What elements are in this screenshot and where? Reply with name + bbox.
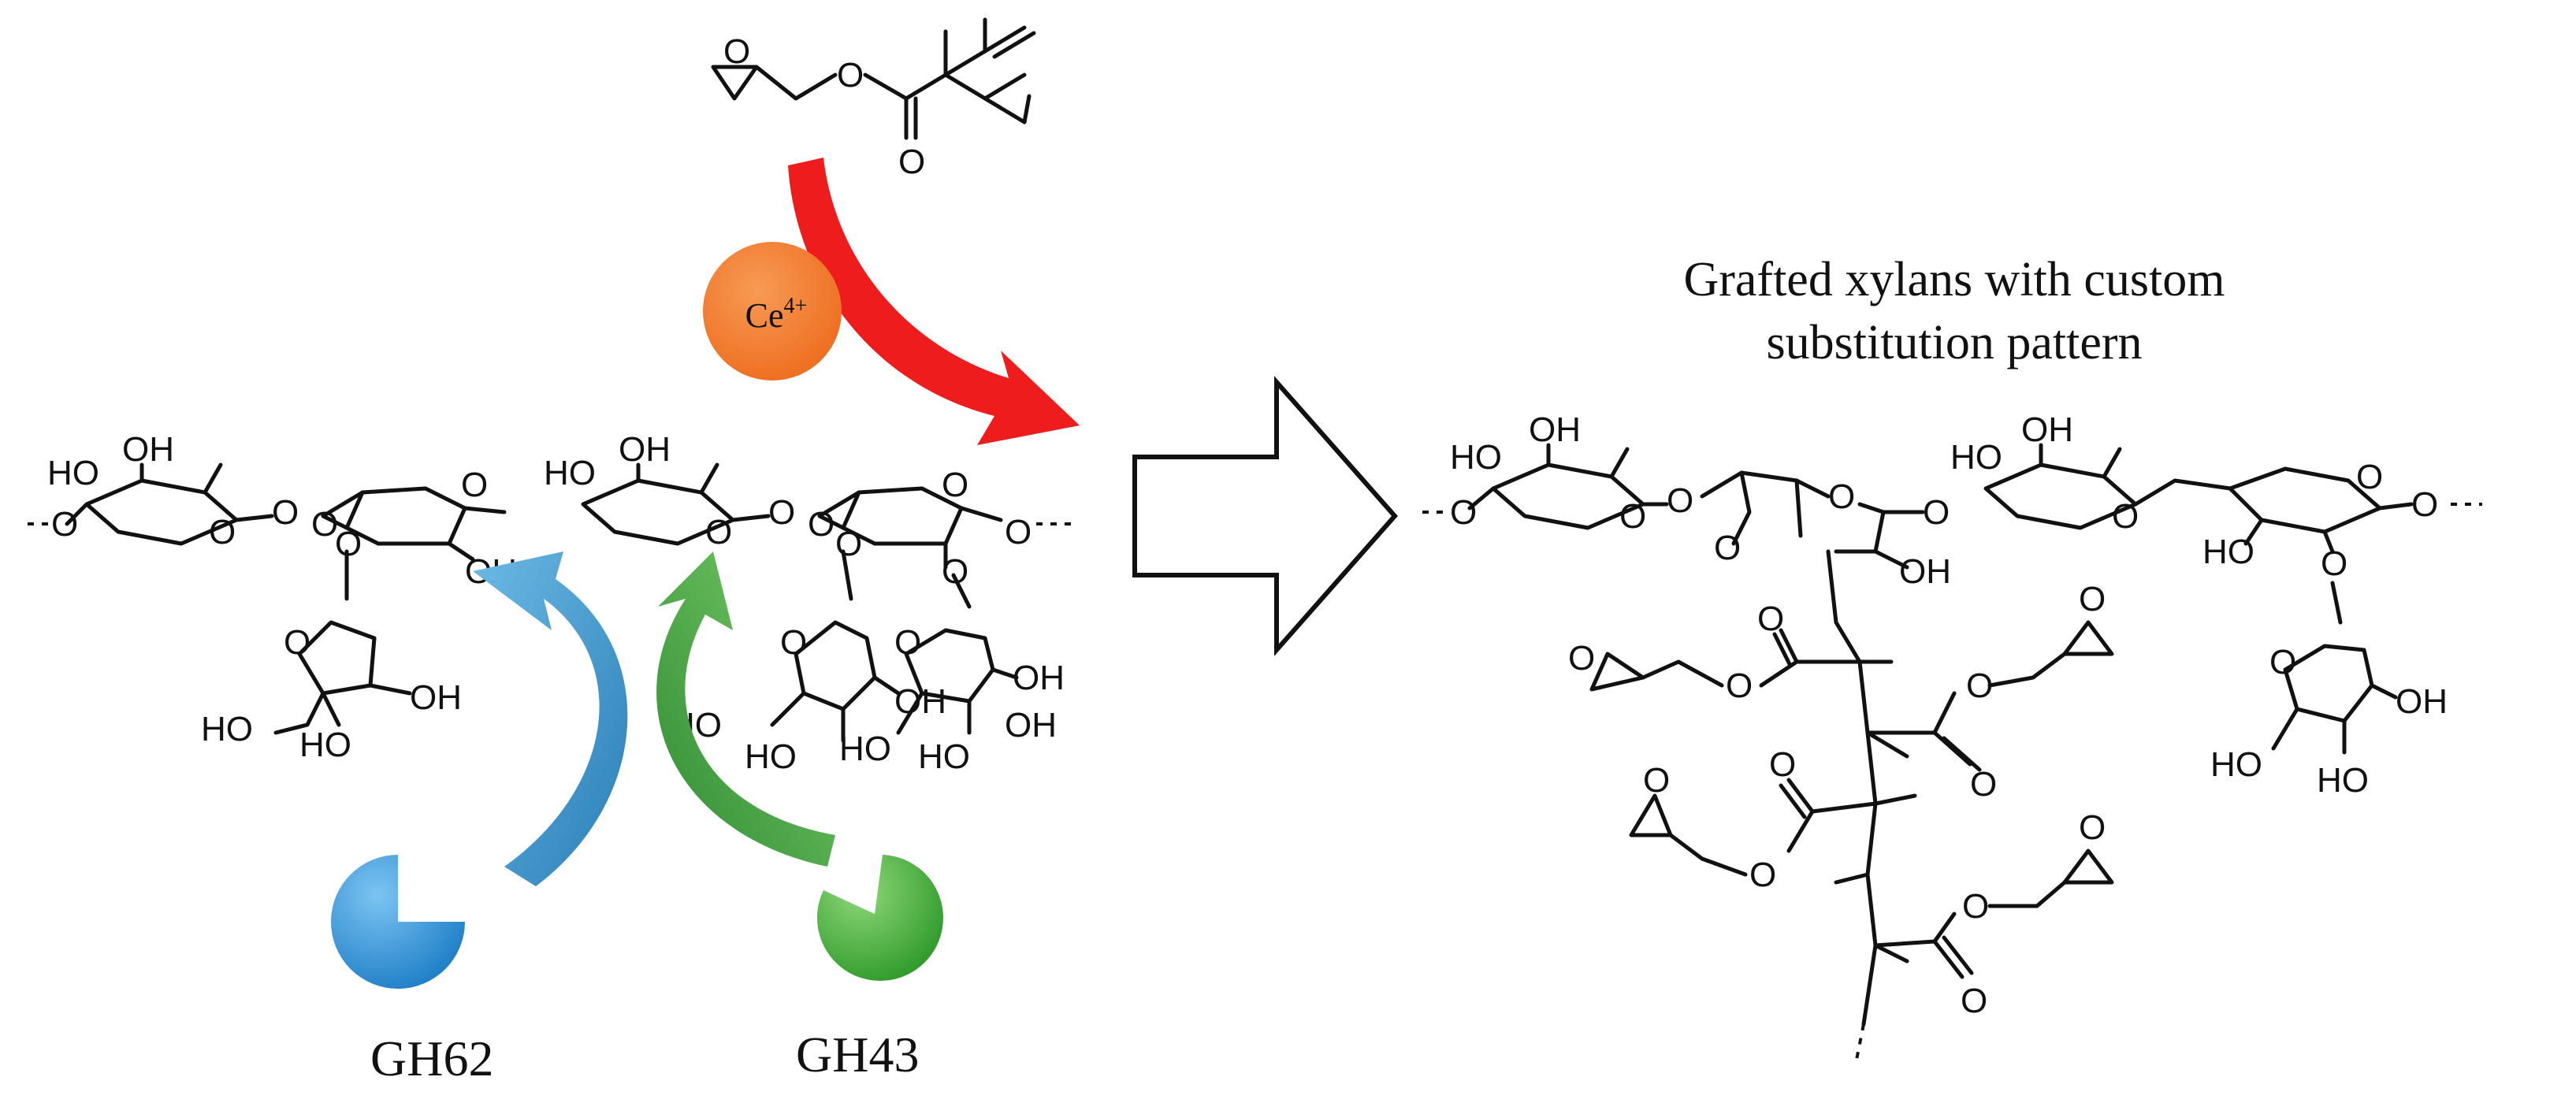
- o-label: O: [209, 513, 236, 551]
- process-arrow: [1132, 376, 1399, 656]
- o-label: O: [942, 552, 968, 591]
- o-label: O: [1619, 497, 1646, 536]
- o-label: O: [1961, 982, 1987, 1020]
- o-label: O: [2079, 580, 2106, 618]
- o-label: O: [2112, 497, 2139, 536]
- oh-label: HO: [544, 454, 596, 492]
- ester-oxygen: O: [837, 56, 864, 95]
- product-caption-line2: substitution pattern: [1766, 316, 2142, 369]
- oh-label: HO: [2317, 761, 2369, 800]
- oh-label: HO: [299, 726, 351, 764]
- o-label: O: [768, 493, 795, 532]
- oh-label: OH: [1529, 410, 1581, 449]
- o-label: O: [311, 505, 338, 544]
- o-label: O: [1828, 477, 1855, 516]
- gh43-arrow: [656, 551, 835, 867]
- oh-label: HO: [918, 737, 970, 776]
- oh-label: OH: [619, 430, 671, 469]
- cerium-reagent: Ce4+: [703, 242, 842, 381]
- grafted-xylan-structure: HO OH O O O O O OH O HO OH O HO O O O O …: [1422, 410, 2482, 1064]
- oh-label: OH: [122, 430, 174, 469]
- reaction-arrow: [788, 158, 1080, 445]
- gh62-arrow: [473, 551, 628, 886]
- gh43-enzyme: GH43: [796, 855, 943, 1082]
- o-label: O: [1749, 856, 1776, 894]
- o-label: O: [2411, 485, 2438, 524]
- oh-label: OH: [2021, 410, 2073, 449]
- oh-label: HO: [47, 454, 99, 492]
- o-label: O: [1769, 745, 1796, 784]
- oh-label: OH: [1005, 706, 1057, 745]
- o-label: O: [1962, 887, 1989, 926]
- o-label: O: [461, 466, 488, 504]
- o-label: O: [1667, 481, 1693, 520]
- o-label: O: [705, 513, 732, 551]
- o-label: O: [1757, 600, 1784, 638]
- oh-label: HO: [1450, 438, 1502, 477]
- o-label: O: [1643, 761, 1670, 800]
- oh-label: OH: [1899, 552, 1951, 591]
- gh62-label: GH62: [370, 1030, 493, 1086]
- oh-label: HO: [201, 710, 253, 748]
- o-label: O: [335, 525, 362, 563]
- o-label: O: [942, 466, 968, 504]
- oh-label: OH: [410, 678, 462, 717]
- o-label: O: [1568, 639, 1595, 678]
- o-label: O: [1005, 513, 1032, 551]
- oh-label: OH: [2396, 682, 2448, 721]
- gh43-label: GH43: [796, 1027, 919, 1082]
- o-label: O: [1970, 765, 1997, 804]
- oh-label: OH: [1013, 659, 1065, 697]
- o-label: O: [2356, 458, 2383, 496]
- oh-label: HO: [839, 730, 891, 768]
- xylan-backbone-left: HO OH O O O O O OH HO OH O O O O O O O O…: [28, 430, 1072, 776]
- o-label: O: [272, 493, 299, 532]
- o-label: O: [284, 623, 310, 662]
- o-label: O: [2269, 643, 2296, 681]
- oh-label: HO: [1950, 438, 2002, 477]
- oh-label: HO: [745, 737, 797, 776]
- o-label: O: [2321, 544, 2347, 583]
- o-label: O: [1923, 493, 1950, 532]
- o-label: O: [1714, 529, 1741, 567]
- o-label: O: [51, 505, 78, 544]
- o-label: O: [1966, 667, 1993, 705]
- epoxide-oxygen: O: [723, 32, 750, 71]
- o-label: O: [780, 623, 807, 662]
- glycidyl-methacrylate-structure: O O O: [711, 17, 1036, 181]
- oh-label: HO: [2210, 745, 2262, 784]
- oh-label: HO: [2202, 533, 2254, 571]
- o-label: O: [1726, 667, 1753, 705]
- o-label: O: [808, 505, 835, 544]
- o-label: O: [2079, 808, 2106, 847]
- o-label: O: [835, 525, 862, 563]
- carbonyl-oxygen: O: [898, 143, 925, 181]
- o-label: O: [894, 623, 921, 662]
- gh62-enzyme: GH62: [331, 855, 493, 1086]
- o-label: O: [1450, 493, 1477, 532]
- product-caption-line1: Grafted xylans with custom: [1683, 253, 2225, 306]
